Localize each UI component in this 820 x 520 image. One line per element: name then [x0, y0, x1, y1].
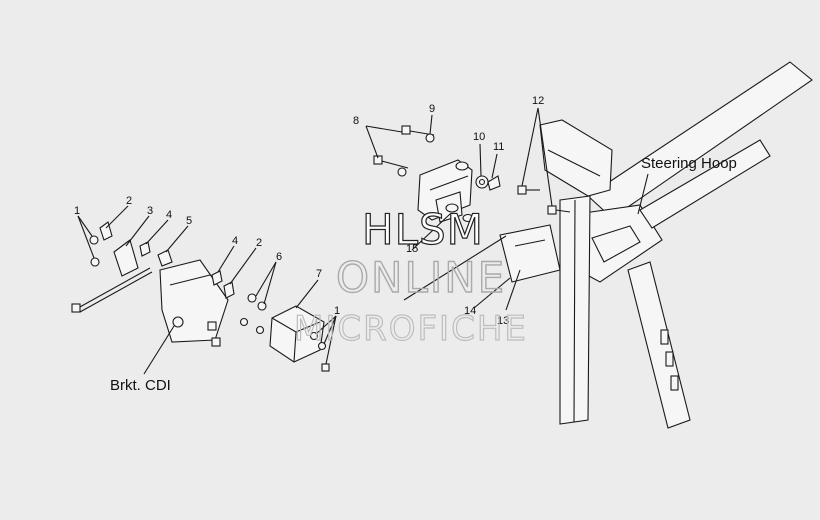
- callout-2b: 2: [256, 237, 262, 249]
- callout-2a: 2: [126, 195, 132, 207]
- callout-15: 15: [406, 243, 418, 255]
- steering-hoop-frame: [499, 61, 813, 429]
- callout-numbers: 1 2 3 4 5 4 2 6 7 1 8 9 10 11 12 13 14 1…: [74, 95, 544, 327]
- callout-1b: 1: [334, 305, 340, 317]
- callout-11: 11: [493, 141, 504, 153]
- coil-assembly: [373, 125, 571, 223]
- callout-7: 7: [316, 268, 322, 280]
- callout-8: 8: [353, 115, 359, 127]
- callout-4b: 4: [232, 235, 238, 247]
- callout-4a: 4: [166, 209, 172, 221]
- callout-5: 5: [186, 215, 192, 227]
- callout-3: 3: [147, 205, 153, 217]
- callout-6: 6: [276, 251, 282, 263]
- callout-13: 13: [497, 315, 509, 327]
- leader-lines: [77, 107, 649, 375]
- callout-1a: 1: [74, 205, 80, 217]
- steering-hoop-label: Steering Hoop: [641, 155, 737, 172]
- callout-12: 12: [532, 95, 544, 107]
- watermark-line-1: HLSM: [362, 205, 484, 254]
- watermark-line-3: MICROFICHE: [294, 309, 528, 349]
- cdi-bracket-assembly: [71, 221, 330, 372]
- callout-10: 10: [473, 131, 485, 143]
- callout-14: 14: [464, 305, 476, 317]
- watermark-line-2: ONLINE: [336, 253, 506, 302]
- watermark: HLSM ONLINE MICROFICHE: [293, 204, 528, 349]
- callout-9: 9: [429, 103, 435, 115]
- brkt-cdi-label: Brkt. CDI: [110, 377, 171, 394]
